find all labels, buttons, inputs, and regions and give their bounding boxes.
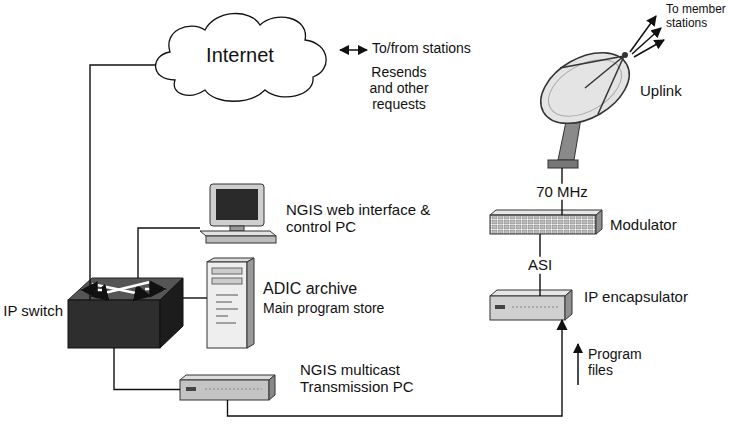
signal-label: 70 MHz — [534, 183, 590, 200]
node-sublabel: Main program store — [263, 300, 384, 316]
annotation-label: To member stations — [666, 3, 730, 30]
pc-box: NGIS web interface & control PC — [200, 183, 276, 243]
dish-icon — [528, 38, 641, 168]
node-label: Internet — [145, 44, 335, 67]
connector — [183, 297, 207, 298]
encapsulator-icon — [490, 290, 572, 320]
connector — [138, 228, 200, 278]
uplink-dish: Uplink — [530, 50, 630, 168]
pc-icon — [200, 184, 276, 243]
node-label: NGIS web interface & control PC — [286, 201, 451, 236]
signal-label: ASI — [526, 257, 554, 274]
node-label: ADIC archive — [263, 280, 357, 298]
node-label: Uplink — [640, 82, 682, 99]
node-label: Modulator — [610, 216, 677, 233]
server-box: NGIS multicast Transmission PC — [180, 375, 275, 400]
archive-box: ADIC archiveMain program store — [207, 258, 254, 348]
modulator-box: Modulator — [490, 210, 602, 234]
node-label: IP switch — [3, 302, 63, 319]
node-label: NGIS multicast Transmission PC — [300, 361, 435, 396]
cloud-shape: Internet — [145, 5, 335, 105]
annotation-label: Program files — [588, 346, 648, 378]
server-icon — [180, 375, 275, 400]
modulator-icon — [490, 210, 602, 234]
annotation-label: Resends and other requests — [360, 64, 438, 112]
annotation-label: To/from stations — [372, 40, 471, 56]
flow-arrow — [577, 344, 579, 385]
connector — [228, 320, 563, 416]
encapsulator-box: IP encapsulator — [490, 290, 572, 320]
connector — [90, 65, 157, 300]
archive-icon — [207, 258, 254, 348]
switch-icon — [68, 278, 183, 348]
switch-box: IP switch — [68, 278, 183, 348]
connector — [114, 348, 180, 390]
double-arrow — [340, 49, 367, 51]
node-label: IP encapsulator — [584, 288, 688, 305]
broadcast-arrows — [630, 16, 664, 57]
